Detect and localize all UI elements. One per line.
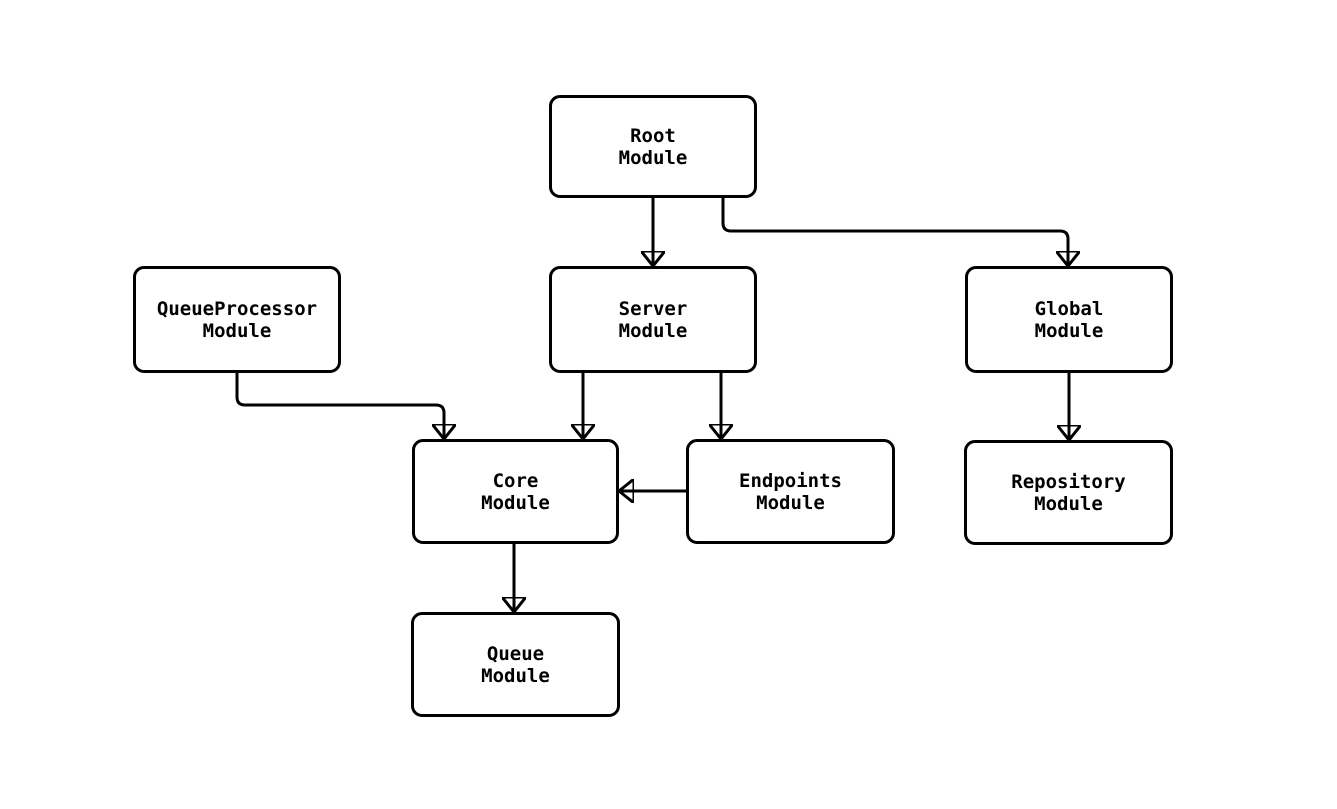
node-global-module: Global Module [965,266,1173,373]
node-queue-module: Queue Module [411,612,620,717]
node-queueprocessor-module: QueueProcessor Module [133,266,341,373]
node-repository-module: Repository Module [964,440,1173,545]
node-server-module: Server Module [549,266,757,373]
node-root-module: Root Module [549,95,757,198]
node-core-module: Core Module [412,439,619,544]
node-endpoints-module: Endpoints Module [686,439,895,544]
edge-root-to-global [721,198,1068,265]
edge-queueprocessor-to-core [235,373,444,438]
